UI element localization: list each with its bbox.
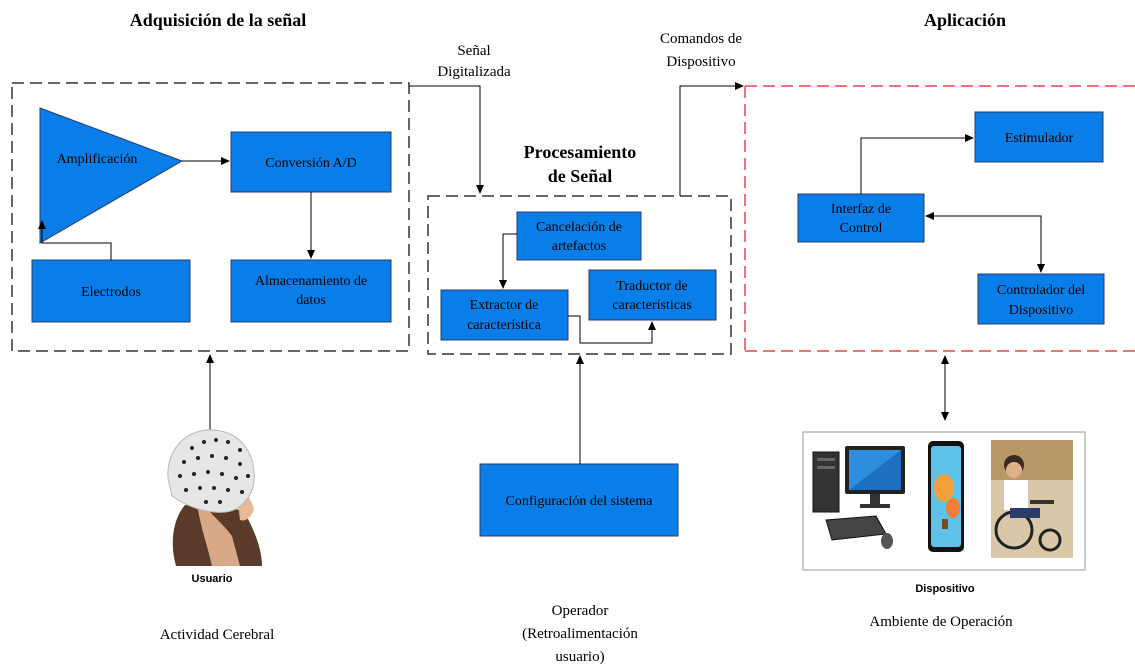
digitized-signal-label-line1: Señal xyxy=(457,43,490,59)
control-interface-box xyxy=(797,193,925,243)
processing-section-title-line1: Procesamiento xyxy=(524,142,637,162)
interface-label-line1: Interfaz de xyxy=(831,202,891,217)
device-controller-box xyxy=(977,273,1105,325)
extractor-label-line2: característica xyxy=(467,318,542,333)
device-commands-label-line1: Comandos de xyxy=(660,31,742,47)
acquisition-container xyxy=(11,82,410,352)
controller-label-line1: Controlador del xyxy=(997,283,1085,298)
translator-label-line1: Traductor de xyxy=(616,279,687,294)
operator-label-line2: (Retroalimentación xyxy=(522,626,638,642)
amplification-label: Amplificación xyxy=(57,152,138,167)
extractor-label-line1: Extractor de xyxy=(470,298,539,313)
operator-label-line3: usuario) xyxy=(555,649,604,665)
system-config-box xyxy=(479,463,679,537)
wheelchair-user-icon xyxy=(991,440,1073,558)
electrodes-to-amplification-arrow xyxy=(38,220,112,260)
stimulator-box xyxy=(974,111,1104,163)
interface-label-line2: Control xyxy=(840,221,883,236)
extractor-to-translator-arrow xyxy=(568,315,656,344)
application-section-title: Aplicación xyxy=(924,10,1006,30)
device-commands-arrow xyxy=(679,82,744,196)
device-commands-label-line2: Dispositivo xyxy=(666,54,735,70)
application-container xyxy=(744,85,1135,352)
user-caption: Usuario xyxy=(192,573,233,585)
user-eeg-cap-illustration xyxy=(167,429,262,566)
storage-label-line1: Almacenamiento de xyxy=(255,274,367,289)
conversion-label: Conversión A/D xyxy=(265,156,356,171)
artifact-label-line2: artefactos xyxy=(552,239,606,254)
digitized-signal-arrow xyxy=(409,85,484,194)
controller-label-line2: Dispositivo xyxy=(1009,303,1074,318)
conversion-box xyxy=(230,131,392,193)
artifact-to-extractor-arrow xyxy=(499,233,517,289)
operating-environment-label: Ambiente de Operación xyxy=(869,614,1013,630)
storage-box xyxy=(230,259,392,323)
extractor-box xyxy=(440,289,569,341)
device-caption: Dispositivo xyxy=(915,583,975,595)
processing-section-title-line2: de Señal xyxy=(548,166,613,186)
artifact-label-line1: Cancelación de xyxy=(536,220,622,235)
processing-container xyxy=(427,195,732,355)
storage-label-line2: datos xyxy=(296,293,326,308)
amplification-triangle xyxy=(39,107,184,244)
operator-label-line1: Operador xyxy=(552,603,609,619)
smartphone-icon xyxy=(928,441,964,552)
artifact-cancellation-box xyxy=(516,211,642,261)
digitized-signal-label-line2: Digitalizada xyxy=(437,64,511,80)
electrodes-label: Electrodos xyxy=(81,285,141,300)
interface-controller-bidirectional-arrow xyxy=(925,212,1045,273)
brain-activity-label: Actividad Cerebral xyxy=(160,627,275,643)
translator-box xyxy=(588,269,717,321)
stimulator-label: Estimulador xyxy=(1005,131,1074,146)
desktop-computer-icon xyxy=(812,446,905,549)
acquisition-section-title: Adquisición de la señal xyxy=(130,10,307,30)
interface-to-stimulator-arrow xyxy=(860,134,974,194)
translator-label-line2: características xyxy=(612,298,691,313)
system-config-label: Configuración del sistema xyxy=(506,494,654,509)
